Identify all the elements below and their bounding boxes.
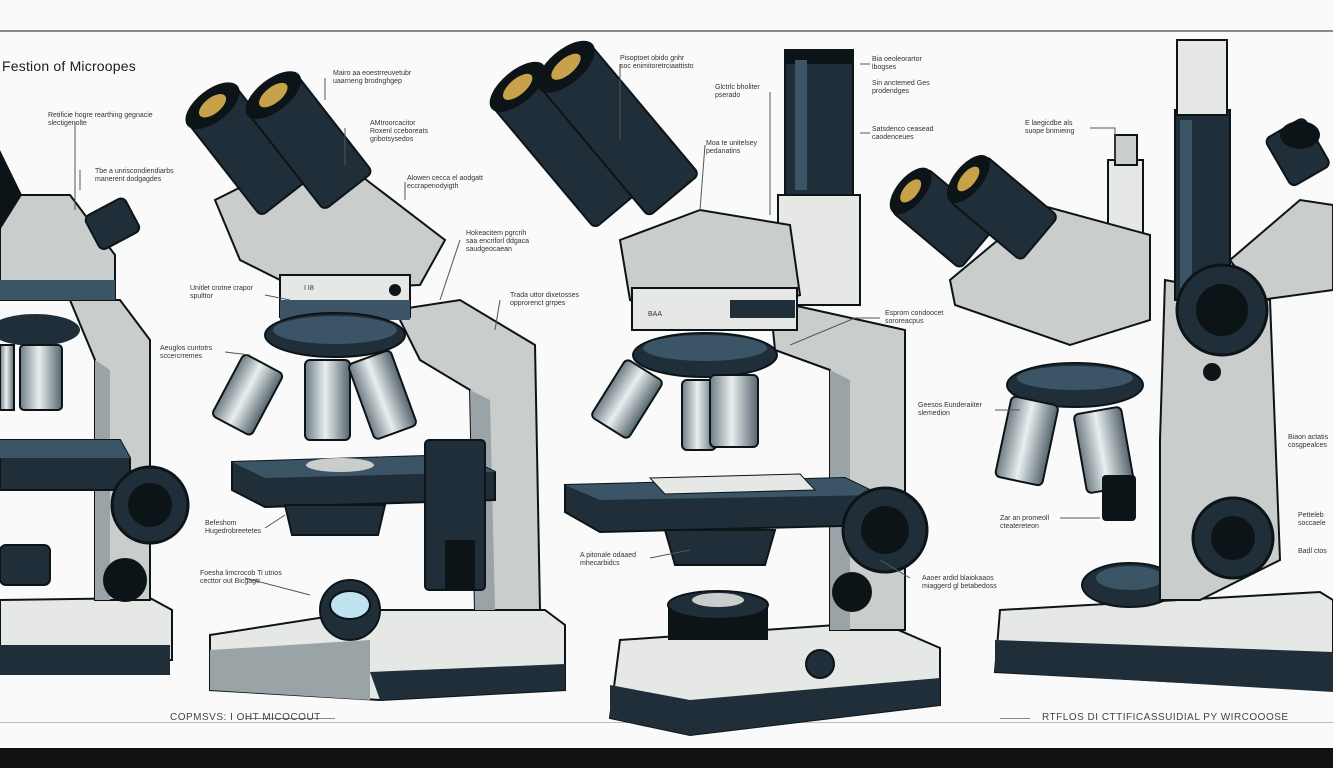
microscope-3 [489, 40, 941, 737]
stage-label-baa: BAA [648, 311, 662, 318]
callout-label: Befeshom Hugedrobreetetes [205, 520, 262, 535]
callout-label: Aeuglos cuntotrs sccercrremes [160, 345, 213, 360]
callout-label: Retificie hogre rearthing gegnacie slect… [48, 112, 153, 127]
footer-caption-right: RTFLOS DI CTTIFICASSUIDIAL PY WIRCOOOSE [1042, 712, 1289, 723]
leader-lines [74, 63, 1116, 596]
bottom-black-band [0, 748, 1333, 768]
footer-rule-right [1000, 718, 1030, 719]
microscope-4 [889, 39, 1333, 692]
callout-label: Tbe a unriscondiendiarbs manerent dodgag… [95, 168, 174, 183]
callout-label: Petteleb soccaele [1298, 512, 1326, 527]
callout-label: Pisoptoet obido gnhr soc enimitoretrciaa… [620, 55, 694, 70]
callout-label: Mairo aa eoestrreuvetubr uaarneng brodng… [333, 70, 412, 85]
top-frame-line [0, 30, 1333, 32]
callout-label: Alowen cecca el aodgatt eccrapenodyigth [407, 175, 483, 190]
callout-label: Geesos Eunderaiiter slemedion [918, 402, 982, 417]
stage-label-i8: I I8 [304, 285, 314, 292]
callout-label: Satsdenco ceasead caodenceues [872, 126, 934, 141]
callout-label: Sin anctemed Ges prodendges [872, 80, 930, 95]
callout-label: Zar an promeoll cteatereteon [1000, 515, 1050, 530]
microscope-1 [0, 150, 190, 675]
callout-label: Trada uttor dixetosses opprorenct grrpes [510, 292, 579, 307]
page-title: Festion of Microopes [2, 58, 136, 74]
callout-label: Unitlet crotne crapor spulttor [190, 285, 254, 300]
footer-caption-left: COPMSVS: I OHT MICOCOUT [170, 712, 321, 723]
callout-label: Bia oeoleorartor lbogses [872, 56, 922, 71]
callout-label: Biaon actatis cosgpealces [1288, 434, 1329, 449]
callout-label: Esprom condoocet sororeacpus [885, 310, 944, 325]
microscope-2 [185, 71, 566, 702]
footer-rule-left [245, 718, 335, 719]
callout-label: Moa te unitelsey pedanatins [706, 140, 757, 155]
callout-label: AMtroorcacitor Roxenl cceboreats gribots… [370, 120, 428, 143]
callout-label: Foesha limcrocob Ti utnos cecttor out Bi… [200, 570, 282, 585]
callout-label: Hokeacitem pgrcrih saa encriforl ddgaca … [466, 230, 530, 253]
callout-label: Glctrlc bholiter pserado [715, 84, 760, 99]
callout-label: Aaoer ardid blaiokaaos miaggerd gl betab… [922, 575, 997, 590]
callout-label: Badl ctos [1298, 548, 1327, 555]
callout-label: E laegicdbe als suope bnmieing [1025, 120, 1075, 135]
callout-label: A pitonale odaaed mhecarbidcs [580, 552, 637, 567]
